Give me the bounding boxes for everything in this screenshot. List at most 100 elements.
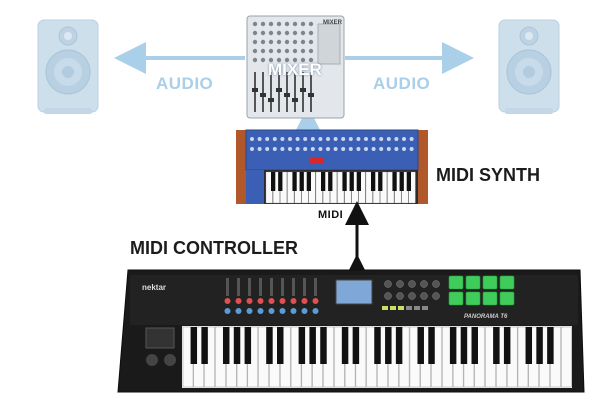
controller-black-key — [493, 327, 500, 364]
controller-button-blue — [301, 308, 308, 314]
mixer-knob — [308, 57, 314, 63]
mixer-knob — [260, 30, 266, 36]
mixer-fader-cap — [252, 88, 258, 92]
controller-black-key — [503, 327, 511, 364]
controller-fader-track — [259, 278, 262, 296]
synth-knob — [402, 147, 406, 151]
controller-button-blue — [312, 308, 319, 314]
controller-pad — [465, 291, 481, 306]
mixer-knob — [284, 21, 290, 27]
controller-button-red — [312, 298, 319, 304]
mixer-knob — [308, 39, 314, 45]
controller-fader-track — [237, 278, 240, 296]
controller-black-key — [547, 327, 554, 364]
synth-knob — [364, 147, 368, 151]
mixer-knob — [284, 57, 290, 63]
mixer-fader-cap — [284, 93, 290, 97]
mixer-knob — [308, 48, 314, 54]
controller-black-key — [536, 327, 543, 364]
synth-knob — [348, 137, 353, 141]
synth-knob — [280, 147, 285, 151]
mixer-knob — [292, 48, 298, 54]
synth-knob — [257, 137, 262, 141]
mixer-knob — [308, 30, 314, 36]
mixer-knob — [300, 39, 306, 45]
controller-white-key — [560, 326, 572, 388]
synth-black-key — [406, 172, 411, 191]
controller-button-blue — [268, 308, 275, 314]
mixer-knob — [292, 30, 298, 36]
synth-knob — [409, 137, 414, 141]
mixer-knob — [292, 39, 298, 45]
mixer-fader-cap — [300, 88, 306, 92]
controller-black-key — [244, 327, 252, 364]
mixer-fader-track — [286, 72, 288, 112]
controller-button-red — [290, 298, 297, 304]
controller-black-key — [417, 327, 424, 364]
controller-fader-track — [270, 278, 273, 296]
mixer-knob — [268, 39, 274, 45]
synth-black-key — [321, 172, 326, 191]
synth-knob — [409, 147, 414, 151]
right-speaker-icon — [498, 19, 560, 114]
synth-knob — [265, 137, 270, 141]
controller-knob — [384, 292, 392, 300]
synth-black-key — [356, 172, 361, 191]
controller-pad — [465, 275, 481, 290]
mixer-fader-cap — [260, 93, 266, 97]
mixer-fader-track — [310, 72, 312, 112]
synth-knob — [318, 137, 323, 141]
synth-knob — [348, 147, 353, 151]
synth-knob — [272, 137, 277, 141]
mixer-fader-track — [262, 72, 264, 112]
mixer-knob — [260, 39, 266, 45]
synth-knob — [364, 137, 368, 141]
synth-knob — [356, 147, 361, 151]
controller-button-blue — [257, 308, 264, 314]
controller-black-key — [320, 327, 327, 364]
synth-knob — [303, 147, 308, 151]
controller-button-red — [224, 298, 231, 304]
synth-black-key — [278, 172, 283, 191]
controller-black-key — [222, 327, 230, 364]
synth-knob — [295, 147, 300, 151]
controller-black-key — [298, 327, 306, 364]
controller-button-red — [246, 298, 253, 304]
mixer-knob — [276, 30, 282, 36]
controller-black-key — [428, 327, 435, 364]
controller-pad — [448, 275, 464, 290]
controller-button-blue — [290, 308, 297, 314]
synth-knob — [379, 137, 384, 141]
controller-fader-track — [303, 278, 306, 296]
mixer-label: MIXER — [268, 60, 322, 79]
controller-knob — [408, 280, 416, 288]
mixer-knob — [284, 30, 290, 36]
controller-pad — [499, 275, 515, 290]
synthesizer-icon — [236, 129, 428, 204]
controller-button-blue — [224, 308, 231, 314]
mixer-fader-cap — [308, 93, 314, 97]
controller-black-key — [460, 327, 468, 364]
controller-knob — [420, 280, 428, 288]
synth-knob — [326, 137, 330, 141]
mixer-knob — [268, 57, 274, 63]
mixer-fader-track — [294, 72, 296, 112]
controller-button-red — [235, 298, 242, 304]
controller-knob — [408, 292, 416, 300]
controller-knob — [432, 280, 440, 288]
controller-knob — [432, 292, 440, 300]
audio-label-left: AUDIO — [156, 74, 214, 93]
synth-knob — [326, 147, 330, 151]
synth-black-key — [392, 172, 397, 191]
controller-button-blue — [235, 308, 242, 314]
controller-black-key — [385, 327, 392, 364]
synth-knob — [250, 137, 254, 141]
controller-knob — [420, 292, 428, 300]
synth-knob — [394, 137, 399, 141]
synth-knob — [333, 137, 338, 141]
mixer-knob — [268, 21, 274, 27]
controller-model-label: PANORAMA T6 — [464, 314, 508, 320]
midi-synth-label: MIDI SYNTH — [436, 165, 541, 185]
mixer-knob — [284, 39, 290, 45]
